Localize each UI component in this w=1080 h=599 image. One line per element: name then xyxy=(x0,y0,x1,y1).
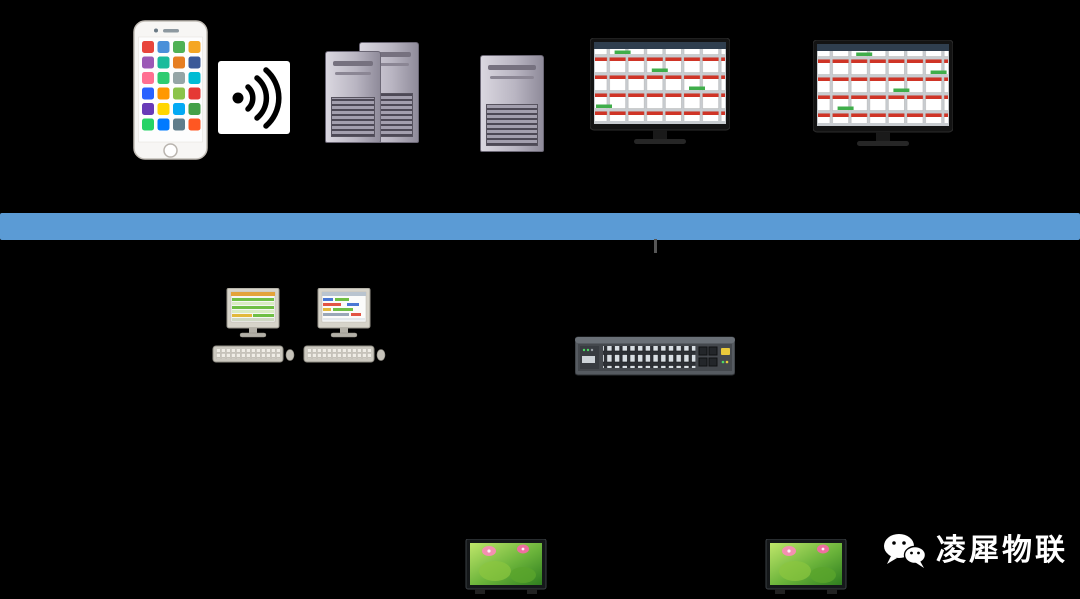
wifi-signal-icon xyxy=(218,61,290,134)
brand-block: 凌犀物联 xyxy=(882,528,1072,574)
server-cluster-icon xyxy=(325,42,423,143)
network-bus-bar xyxy=(0,213,1080,240)
andon-dashboard-monitor-icon xyxy=(589,37,731,150)
andon-dashboard-monitor-icon xyxy=(812,39,954,152)
desktop-workstation-icon xyxy=(302,287,387,370)
brand-name: 凌犀物联 xyxy=(936,533,1068,568)
bus-connector-tick xyxy=(654,239,657,253)
tv-display-icon xyxy=(765,538,847,599)
tv-display-icon xyxy=(465,538,547,599)
server-icon xyxy=(480,55,544,152)
desktop-workstation-icon xyxy=(211,287,296,370)
wechat-icon xyxy=(882,531,928,571)
smartphone-icon xyxy=(133,20,208,160)
network-switch-icon xyxy=(574,331,736,381)
